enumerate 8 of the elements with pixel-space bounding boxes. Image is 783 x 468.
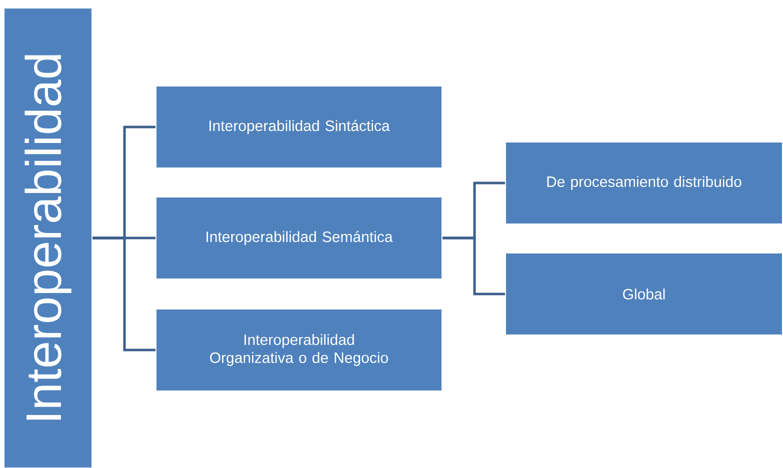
process-box: Global: [505, 252, 783, 336]
process-box: De procesamiento distribuido: [505, 142, 783, 224]
process-box: Interoperabilidad Semántica: [156, 196, 442, 280]
process-box: Interoperabilidad Organizativa o de Negocio: [156, 308, 442, 392]
title-band: Interoperabilidad: [4, 8, 92, 468]
bracket-line: [442, 236, 505, 296]
bracket-line: [92, 236, 156, 352]
process-box: Interoperabilidad Sintáctica: [156, 86, 442, 168]
